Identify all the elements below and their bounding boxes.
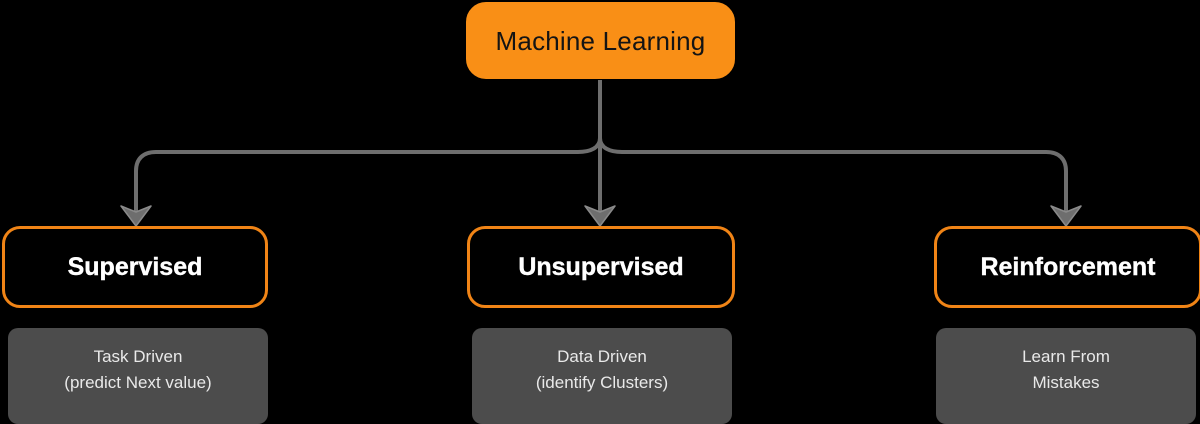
node-unsupervised-label: Unsupervised: [518, 252, 684, 281]
arrow-down-icon-left: [120, 205, 152, 227]
caption-reinforcement-line-1: Learn From: [1022, 347, 1110, 366]
node-reinforcement[interactable]: Reinforcement: [934, 226, 1200, 308]
caption-unsupervised-line-1: Data Driven: [557, 347, 647, 366]
arrow-down-icon-center: [584, 205, 616, 227]
node-machine-learning-label: Machine Learning: [495, 25, 706, 56]
arrow-down-icon-right: [1050, 205, 1082, 227]
caption-reinforcement: Learn From Mistakes: [936, 328, 1196, 424]
caption-reinforcement-line-2: Mistakes: [1032, 373, 1100, 392]
node-machine-learning[interactable]: Machine Learning: [466, 2, 735, 79]
caption-unsupervised-line-2: (identify Clusters): [535, 373, 669, 392]
caption-supervised-line-1: Task Driven: [93, 347, 183, 366]
node-reinforcement-label: Reinforcement: [980, 252, 1156, 281]
node-supervised-label: Supervised: [67, 252, 203, 281]
node-unsupervised[interactable]: Unsupervised: [467, 226, 735, 308]
caption-supervised-line-2: (predict Next value): [64, 373, 212, 392]
connector-branch-right: [598, 137, 1068, 212]
connector-branch-left: [134, 137, 602, 212]
caption-supervised: Task Driven (predict Next value): [8, 328, 268, 424]
caption-unsupervised: Data Driven (identify Clusters): [472, 328, 732, 424]
node-supervised[interactable]: Supervised: [2, 226, 268, 308]
